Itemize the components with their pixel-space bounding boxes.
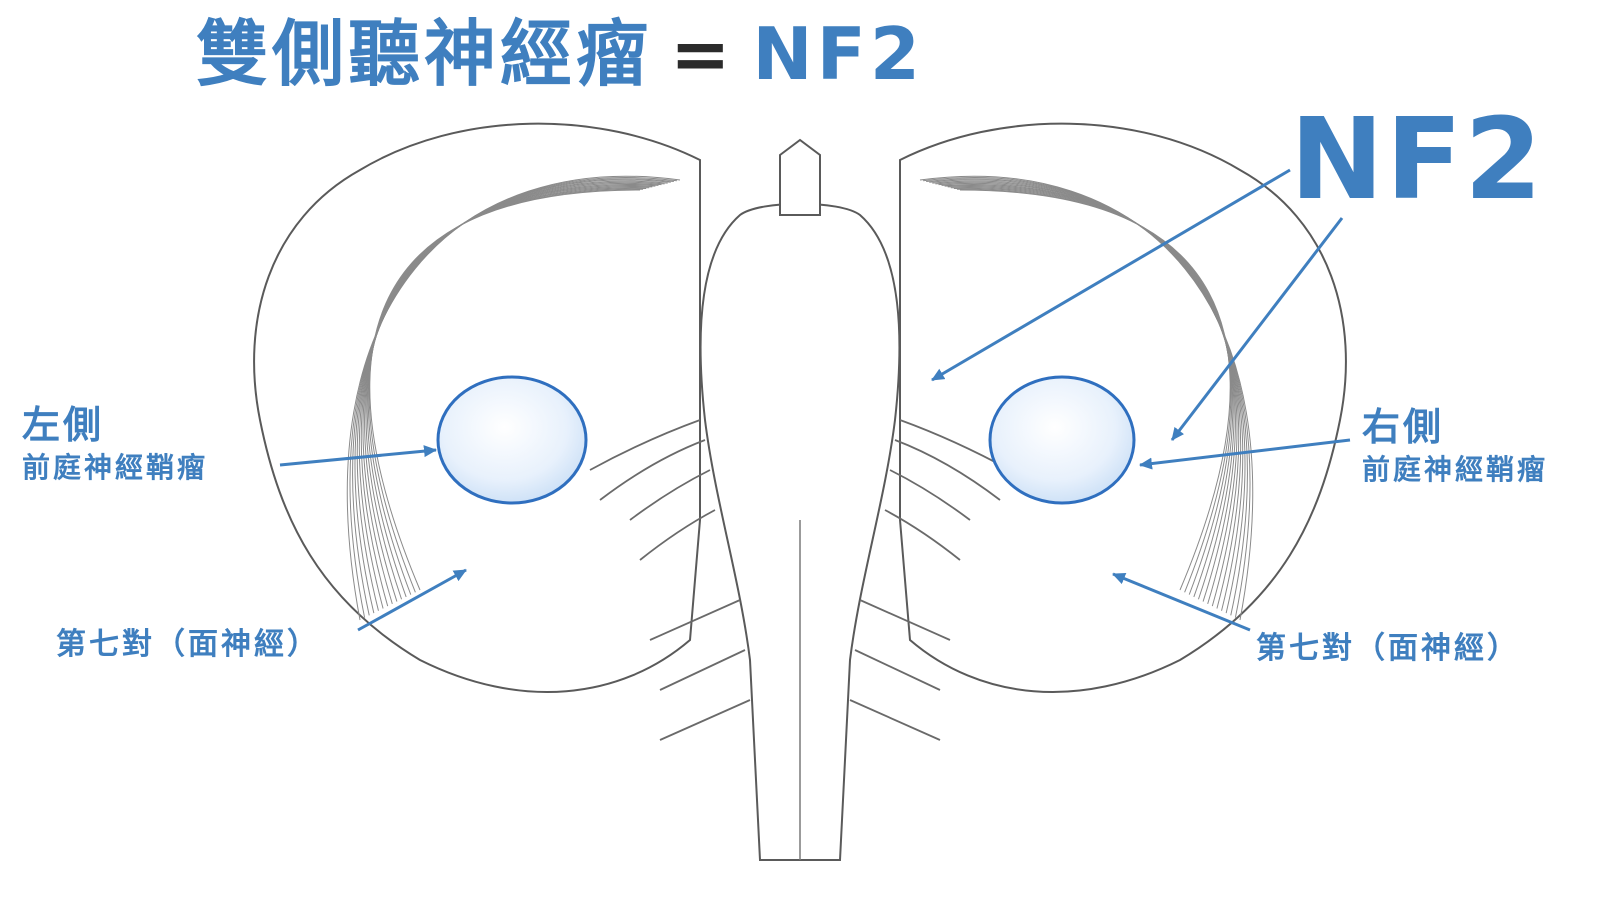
title-equals: =	[670, 12, 735, 96]
right-vestibular-schwannoma	[988, 375, 1136, 505]
nf2-callout-label: NF2	[1290, 95, 1545, 225]
folium-line	[956, 188, 1232, 593]
folium-line	[362, 183, 659, 604]
right-side-text: 右側	[1362, 405, 1445, 449]
left-tumor-name: 前庭神經鞘瘤	[22, 451, 209, 484]
arrow-nf2-to-left-side	[931, 168, 1291, 382]
arrow-nf2-to-right-tumor	[1170, 217, 1344, 441]
nerve-root	[599, 439, 706, 501]
folium-line	[959, 189, 1231, 591]
right-tumor-label: 右側 前庭神經鞘瘤	[1362, 404, 1548, 490]
folium-line	[368, 188, 644, 593]
folium-line	[367, 187, 647, 595]
folium-line	[366, 187, 650, 598]
folium-line	[369, 189, 641, 591]
folium-line	[364, 185, 656, 602]
arrow-right-tumor	[1139, 438, 1351, 470]
cerebellar-folia	[346, 175, 1254, 621]
left-side-text: 左側	[22, 403, 105, 447]
folium-line	[947, 186, 1235, 600]
left-facial-nerve-label: 第七對（面神經）	[56, 627, 320, 662]
folium-line	[950, 187, 1234, 598]
nerve-root	[589, 419, 701, 471]
title-abbr: NF2	[752, 12, 924, 96]
folium-line	[365, 186, 653, 600]
page-title: 雙側聽神經瘤=NF2	[0, 6, 1120, 102]
right-tumor-name: 前庭神經鞘瘤	[1362, 453, 1549, 486]
nerve-root	[884, 509, 961, 561]
nerve-root	[849, 699, 941, 741]
folium-line	[944, 185, 1236, 602]
nerve-root	[894, 439, 1001, 501]
nerve-root	[889, 469, 971, 521]
left-vestibular-schwannoma	[436, 375, 588, 505]
callout-arrows	[279, 168, 1351, 632]
nerve-root	[854, 649, 941, 691]
folium-line	[953, 187, 1233, 595]
arrow-left-facial-nerve	[357, 568, 467, 632]
nerve-root	[639, 509, 716, 561]
arrow-left-tumor	[279, 445, 437, 467]
nerve-root	[659, 699, 751, 741]
right-facial-nerve-label: 第七對（面神經）	[1256, 631, 1520, 666]
nerve-root	[859, 599, 951, 641]
nerve-root	[659, 649, 746, 691]
brainstem	[699, 138, 901, 861]
folium-line	[941, 183, 1238, 604]
left-tumor-label: 左側 前庭神經鞘瘤	[22, 402, 208, 488]
title-main: 雙側聽神經瘤	[196, 12, 653, 96]
arrow-right-facial-nerve	[1112, 572, 1251, 632]
nerve-root	[629, 469, 711, 521]
nerve-root	[649, 599, 741, 641]
